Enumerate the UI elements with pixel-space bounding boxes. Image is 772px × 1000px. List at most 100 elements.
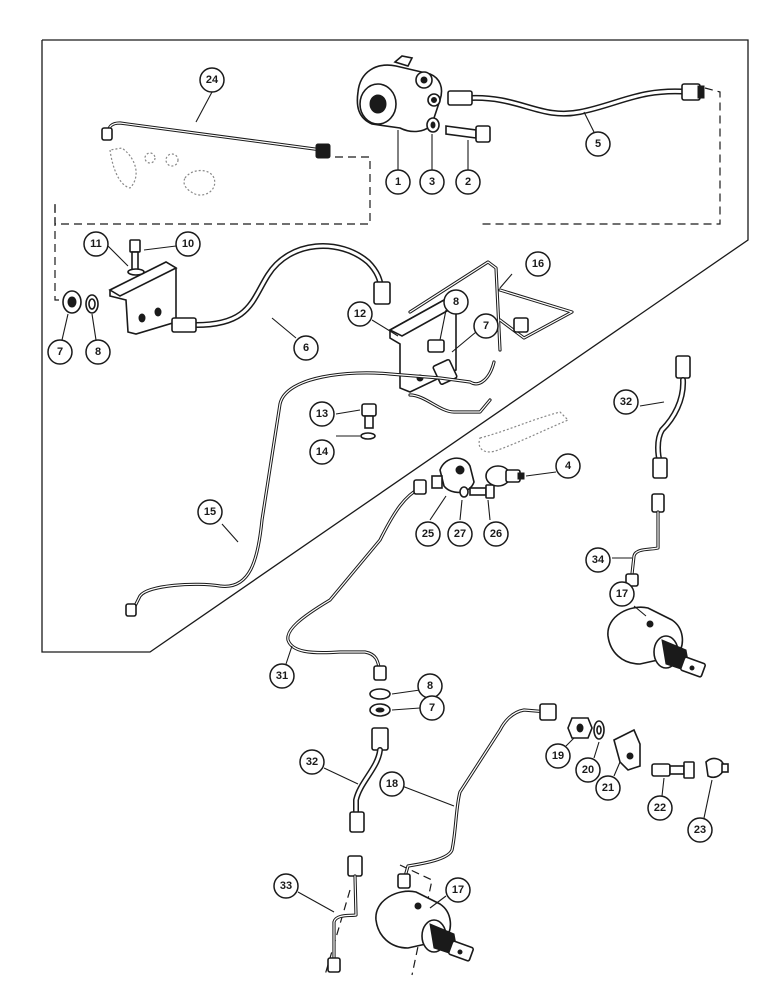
callout-32-lower: 32 [299, 749, 325, 775]
ghost-hose-outline [478, 411, 570, 453]
callout-label: 12 [354, 308, 366, 320]
part-31-brake-pipe [286, 479, 427, 681]
callout-12: 12 [347, 301, 373, 327]
callout-3: 3 [419, 169, 445, 195]
callout-label: 32 [306, 756, 318, 768]
callout-label: 7 [57, 346, 63, 358]
callout-label: 6 [303, 342, 309, 354]
callout-label: 8 [453, 296, 459, 308]
part-19-nut [567, 717, 593, 739]
callout-label: 25 [422, 528, 434, 540]
callout-34: 34 [585, 547, 611, 573]
callout-label: 23 [694, 824, 706, 836]
callout-7-lower: 7 [419, 695, 445, 721]
callout-10: 10 [175, 231, 201, 257]
part-34-pipe [625, 493, 665, 587]
callout-8-lower: 8 [417, 673, 443, 699]
part-32-hose-lower [349, 727, 389, 833]
callout-21: 21 [595, 775, 621, 801]
callout-label: 7 [429, 702, 435, 714]
part-5-hose [447, 83, 705, 117]
callout-17-lower: 17 [445, 877, 471, 903]
part-3-washer [426, 117, 440, 133]
callout-7-middle: 7 [473, 313, 499, 339]
callout-label: 13 [316, 408, 328, 420]
part-16-pipe [408, 260, 574, 352]
callout-23: 23 [687, 817, 713, 843]
callout-label: 7 [483, 320, 489, 332]
callout-7-left: 7 [47, 339, 73, 365]
callout-label: 3 [429, 176, 435, 188]
callout-label: 11 [90, 238, 102, 250]
callout-13: 13 [309, 401, 335, 427]
callout-label: 15 [204, 506, 216, 518]
callout-label: 33 [280, 880, 292, 892]
part-7-nut-left [62, 290, 82, 314]
part-8-washer-left [85, 294, 99, 314]
callout-5: 5 [585, 131, 611, 157]
callout-label: 8 [427, 680, 433, 692]
callout-18: 18 [379, 771, 405, 797]
callout-16: 16 [525, 251, 551, 277]
part-15-brake-pipe [125, 360, 496, 617]
callout-label: 1 [395, 176, 401, 188]
callout-label: 4 [565, 460, 572, 472]
callout-label: 32 [620, 396, 632, 408]
callout-17-upper: 17 [609, 581, 635, 607]
callout-label: 10 [182, 238, 194, 250]
leader-lines [61, 91, 713, 913]
part-27-washer [459, 486, 469, 498]
part-22-bleed-screw [651, 761, 695, 779]
callout-label: 8 [95, 346, 101, 358]
part-18-brake-pipe [397, 703, 557, 889]
part-24-brake-pipe [101, 121, 331, 196]
callout-20: 20 [575, 757, 601, 783]
callout-label: 16 [532, 258, 544, 270]
part-33-pipe [327, 855, 363, 973]
callout-1: 1 [385, 169, 411, 195]
callout-label: 21 [602, 782, 614, 794]
part-25-tee-fitting [431, 457, 475, 494]
callout-label: 27 [454, 528, 466, 540]
callout-label: 31 [276, 670, 288, 682]
callout-label: 34 [592, 554, 605, 566]
part-26-bolt [469, 484, 495, 499]
callout-4: 4 [555, 453, 581, 479]
callout-label: 22 [654, 802, 666, 814]
callout-14: 14 [309, 439, 335, 465]
part-12-bracket [388, 299, 458, 393]
callout-25: 25 [415, 521, 441, 547]
part-21-clip [613, 728, 641, 771]
callout-label: 17 [616, 588, 628, 600]
part-13-bolt [361, 403, 377, 429]
callout-15: 15 [197, 499, 223, 525]
part-17-wheel-cylinder-lower [375, 890, 474, 962]
part-23-bleed-cap [705, 757, 729, 779]
part-4-pressure-switch [485, 465, 525, 487]
part-1-valve-body [356, 55, 443, 133]
callout-label: 2 [465, 176, 471, 188]
callout-label: 26 [490, 528, 502, 540]
dashed-reference-lines [54, 87, 721, 976]
callout-label: 20 [582, 764, 594, 776]
callout-2: 2 [455, 169, 481, 195]
callout-26: 26 [483, 521, 509, 547]
part-17-wheel-cylinder-upper [607, 606, 706, 678]
callout-33: 33 [273, 873, 299, 899]
callout-11: 11 [83, 231, 109, 257]
mounting-bracket-left [108, 239, 178, 335]
callout-8-middle: 8 [443, 289, 469, 315]
part-8-washer-lower [369, 688, 391, 700]
callout-27: 27 [447, 521, 473, 547]
callout-24: 24 [199, 67, 225, 93]
part-7-nut-lower [369, 703, 391, 717]
callout-19: 19 [545, 743, 571, 769]
callout-label: 19 [552, 750, 564, 762]
part-32-hose-upper [652, 355, 691, 479]
callout-label: 18 [386, 778, 398, 790]
part-2-bolt [445, 125, 491, 143]
callout-6: 6 [293, 335, 319, 361]
callout-label: 5 [595, 138, 601, 150]
part-6-hose [171, 243, 391, 333]
